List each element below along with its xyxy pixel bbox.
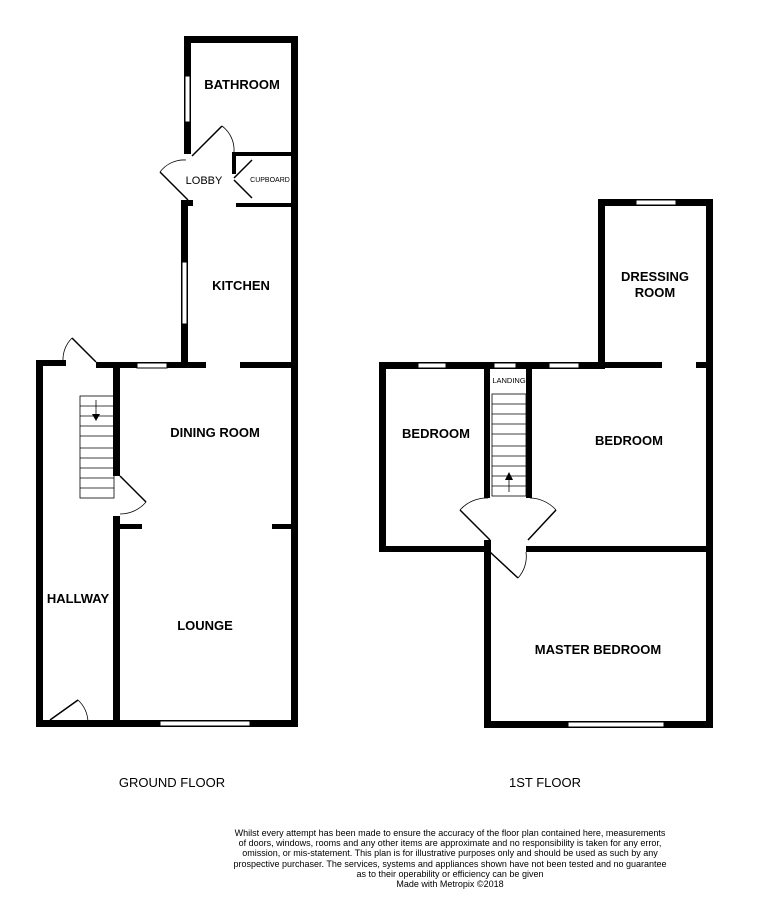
door-swing bbox=[459, 497, 489, 511]
door bbox=[459, 509, 491, 541]
window bbox=[567, 721, 665, 728]
door bbox=[159, 171, 189, 201]
disclaimer-line: Made with Metropix ©2018 bbox=[396, 879, 504, 890]
disclaimer-line: as to their operability or efficiency ca… bbox=[356, 868, 544, 879]
door bbox=[527, 509, 557, 541]
door bbox=[489, 551, 519, 579]
disclaimer-line: of doors, windows, rooms and any other i… bbox=[238, 838, 662, 849]
arrow-up-icon bbox=[505, 472, 513, 480]
room-label-hallway: HALLWAY bbox=[47, 591, 110, 606]
wall bbox=[36, 360, 66, 366]
door bbox=[119, 475, 147, 503]
room-label-bedroom-right: BEDROOM bbox=[595, 433, 663, 448]
wall bbox=[181, 200, 193, 206]
window bbox=[635, 199, 677, 206]
door bbox=[233, 159, 253, 179]
door bbox=[71, 337, 97, 363]
wall bbox=[526, 362, 532, 498]
arrow-down-icon bbox=[92, 414, 100, 421]
door-swing bbox=[159, 159, 187, 173]
window bbox=[136, 362, 168, 369]
wall bbox=[272, 524, 294, 529]
room-label-kitchen: KITCHEN bbox=[212, 278, 270, 293]
wall bbox=[526, 546, 713, 552]
wall bbox=[379, 362, 605, 369]
room-label-master-bedroom: MASTER BEDROOM bbox=[535, 642, 661, 657]
wall bbox=[379, 546, 489, 552]
wall bbox=[184, 36, 298, 43]
door-swing bbox=[77, 699, 89, 723]
window bbox=[159, 720, 251, 727]
first-floor-plan: DRESSING ROOM LANDING BEDROOM BEDROOM MA… bbox=[379, 199, 713, 790]
floor-label-first: 1ST FLOOR bbox=[509, 775, 581, 790]
room-label-dressing-room-2: ROOM bbox=[635, 285, 675, 300]
disclaimer-line: prospective purchaser. The services, sys… bbox=[233, 858, 667, 869]
ground-floor-plan: BATHROOM LOBBY CUPBOARD KITCHEN DINING R… bbox=[36, 36, 298, 790]
room-label-landing: LANDING bbox=[492, 376, 526, 385]
wall bbox=[696, 362, 708, 368]
room-label-dining-room: DINING ROOM bbox=[170, 425, 260, 440]
room-label-cupboard: CUPBOARD bbox=[250, 177, 290, 184]
window bbox=[184, 75, 191, 123]
wall bbox=[113, 362, 120, 476]
room-label-bedroom-left: BEDROOM bbox=[402, 426, 470, 441]
wall bbox=[236, 203, 294, 207]
wall bbox=[240, 362, 298, 368]
staircase bbox=[79, 395, 115, 499]
wall bbox=[484, 362, 490, 498]
wall bbox=[484, 540, 491, 728]
wall bbox=[706, 199, 713, 728]
wall bbox=[379, 362, 386, 552]
staircase bbox=[491, 393, 527, 497]
wall bbox=[598, 362, 662, 368]
wall bbox=[232, 152, 294, 156]
room-label-dressing-room: DRESSING bbox=[621, 269, 689, 284]
wall bbox=[113, 516, 120, 726]
door-swing bbox=[517, 551, 527, 579]
floor-label-ground: GROUND FLOOR bbox=[119, 775, 225, 790]
wall bbox=[291, 36, 298, 366]
door bbox=[233, 179, 253, 199]
room-label-lobby: LOBBY bbox=[186, 175, 223, 187]
disclaimer-text: Whilst every attempt has been made to en… bbox=[210, 828, 690, 889]
window bbox=[548, 362, 580, 369]
door-swing bbox=[529, 497, 557, 511]
wall bbox=[120, 524, 142, 529]
door-swing bbox=[62, 337, 73, 363]
wall bbox=[291, 362, 298, 726]
window bbox=[417, 362, 447, 369]
window bbox=[181, 261, 188, 325]
wall bbox=[36, 360, 43, 727]
door-swing bbox=[221, 125, 235, 153]
door bbox=[49, 699, 79, 721]
door-swing bbox=[119, 501, 147, 515]
disclaimer-line: omission, or mis-statement. This plan is… bbox=[242, 848, 658, 859]
disclaimer-line: Whilst every attempt has been made to en… bbox=[234, 828, 666, 838]
wall bbox=[598, 199, 605, 368]
wall bbox=[232, 152, 236, 174]
room-label-bathroom: BATHROOM bbox=[204, 77, 280, 92]
window bbox=[493, 362, 517, 369]
door bbox=[191, 125, 223, 157]
room-label-lounge: LOUNGE bbox=[177, 618, 233, 633]
